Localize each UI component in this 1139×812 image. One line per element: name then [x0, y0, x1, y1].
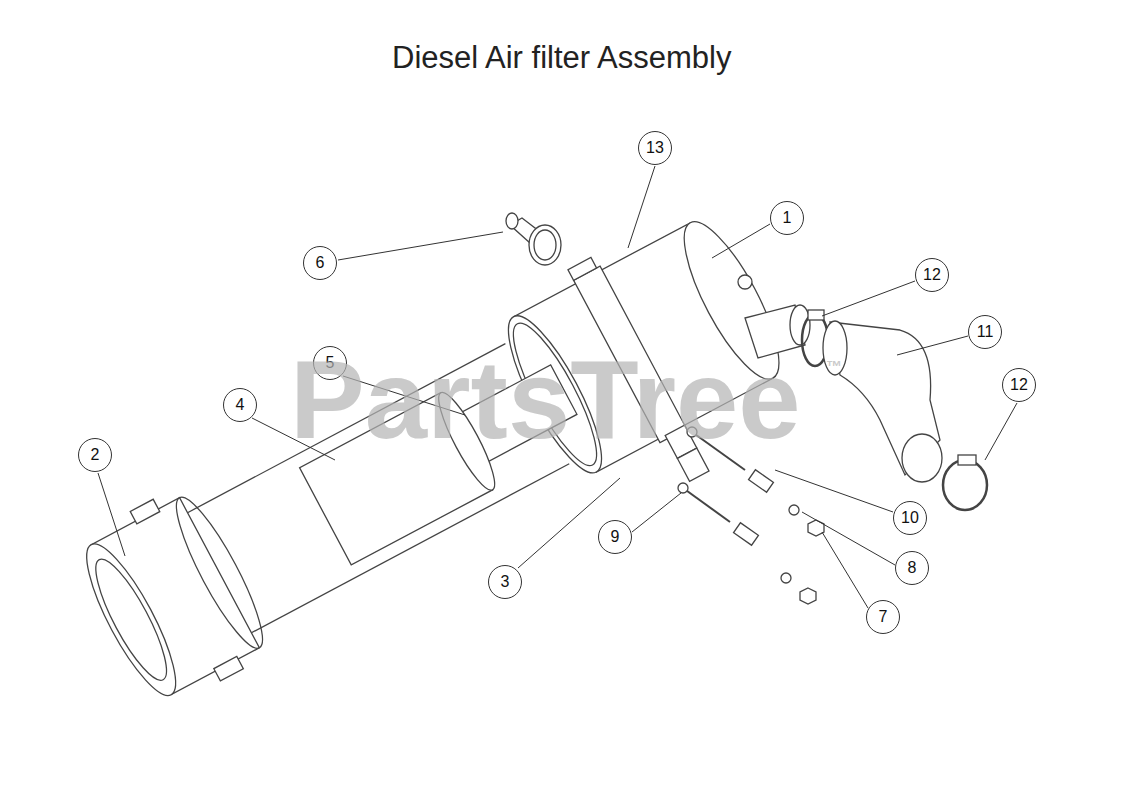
callout-number: 12 — [923, 266, 941, 284]
callout-number: 12 — [1010, 376, 1028, 394]
watermark: ™ — [826, 358, 842, 376]
callout-number: 2 — [91, 446, 100, 464]
callout-circle: 6 — [303, 246, 337, 280]
callout-number: 7 — [879, 608, 888, 626]
callout-circle: 3 — [488, 565, 522, 599]
watermark: PartsTree — [290, 335, 801, 464]
callout-circle: 1 — [770, 201, 804, 235]
callout-circle: 10 — [893, 501, 927, 535]
callout-number: 10 — [901, 509, 919, 527]
diagram-title: Diesel Air filter Assembly — [392, 40, 731, 76]
callout-number: 3 — [501, 573, 510, 591]
callout-number: 8 — [908, 559, 917, 577]
callout-circle: 9 — [598, 520, 632, 554]
callout-circle: 8 — [895, 551, 929, 585]
callout-circle: 12 — [915, 258, 949, 292]
callout-number: 13 — [646, 139, 664, 157]
callout-circle: 7 — [866, 600, 900, 634]
callout-number: 4 — [236, 396, 245, 414]
callout-circle: 13 — [638, 131, 672, 165]
callout-number: 6 — [316, 254, 325, 272]
callout-circle: 11 — [968, 315, 1002, 349]
callout-circle: 2 — [78, 438, 112, 472]
callout-number: 1 — [783, 209, 792, 227]
callout-number: 9 — [611, 528, 620, 546]
callout-circle: 12 — [1002, 368, 1036, 402]
callout-number: 11 — [977, 323, 994, 341]
callout-circle: 4 — [223, 388, 257, 422]
